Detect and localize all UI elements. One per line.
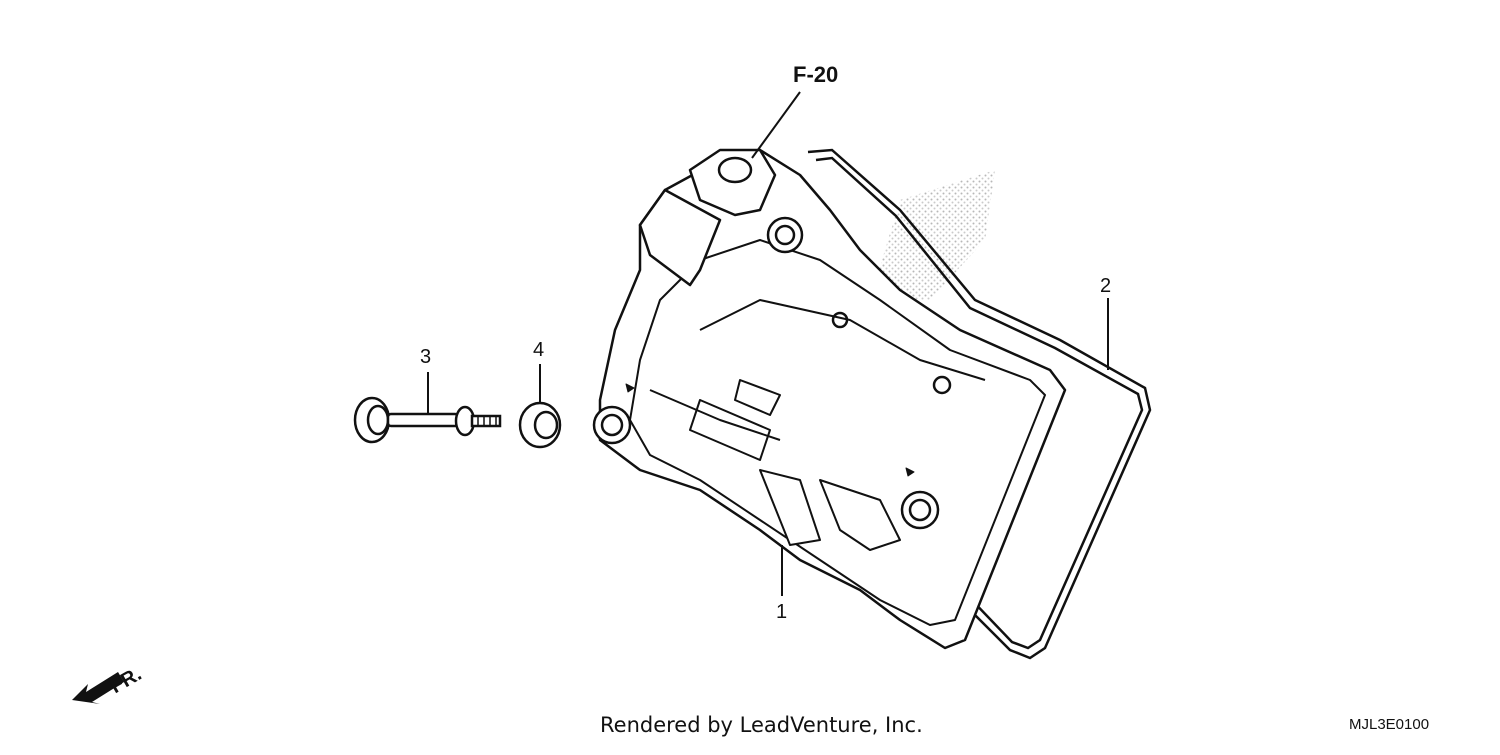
callout-part-2: 2 [1100, 275, 1112, 297]
leader-lines [427, 91, 1109, 596]
callout-part-3: 3 [420, 346, 432, 368]
callout-part-1: 1 [776, 601, 788, 623]
reference-label-f20: F-20 [793, 62, 839, 87]
gasket-part-2 [807, 148, 1152, 660]
diagram-code: MJL3E0100 [1349, 716, 1430, 733]
callout-part-4: 4 [533, 339, 545, 361]
head-cover-part-1 [592, 148, 1067, 650]
footer-credit: Rendered by LeadVenture, Inc. [600, 713, 923, 737]
bolt-part-3 [353, 396, 502, 444]
front-direction-arrow-icon [72, 672, 124, 704]
washer-part-4 [518, 401, 562, 449]
